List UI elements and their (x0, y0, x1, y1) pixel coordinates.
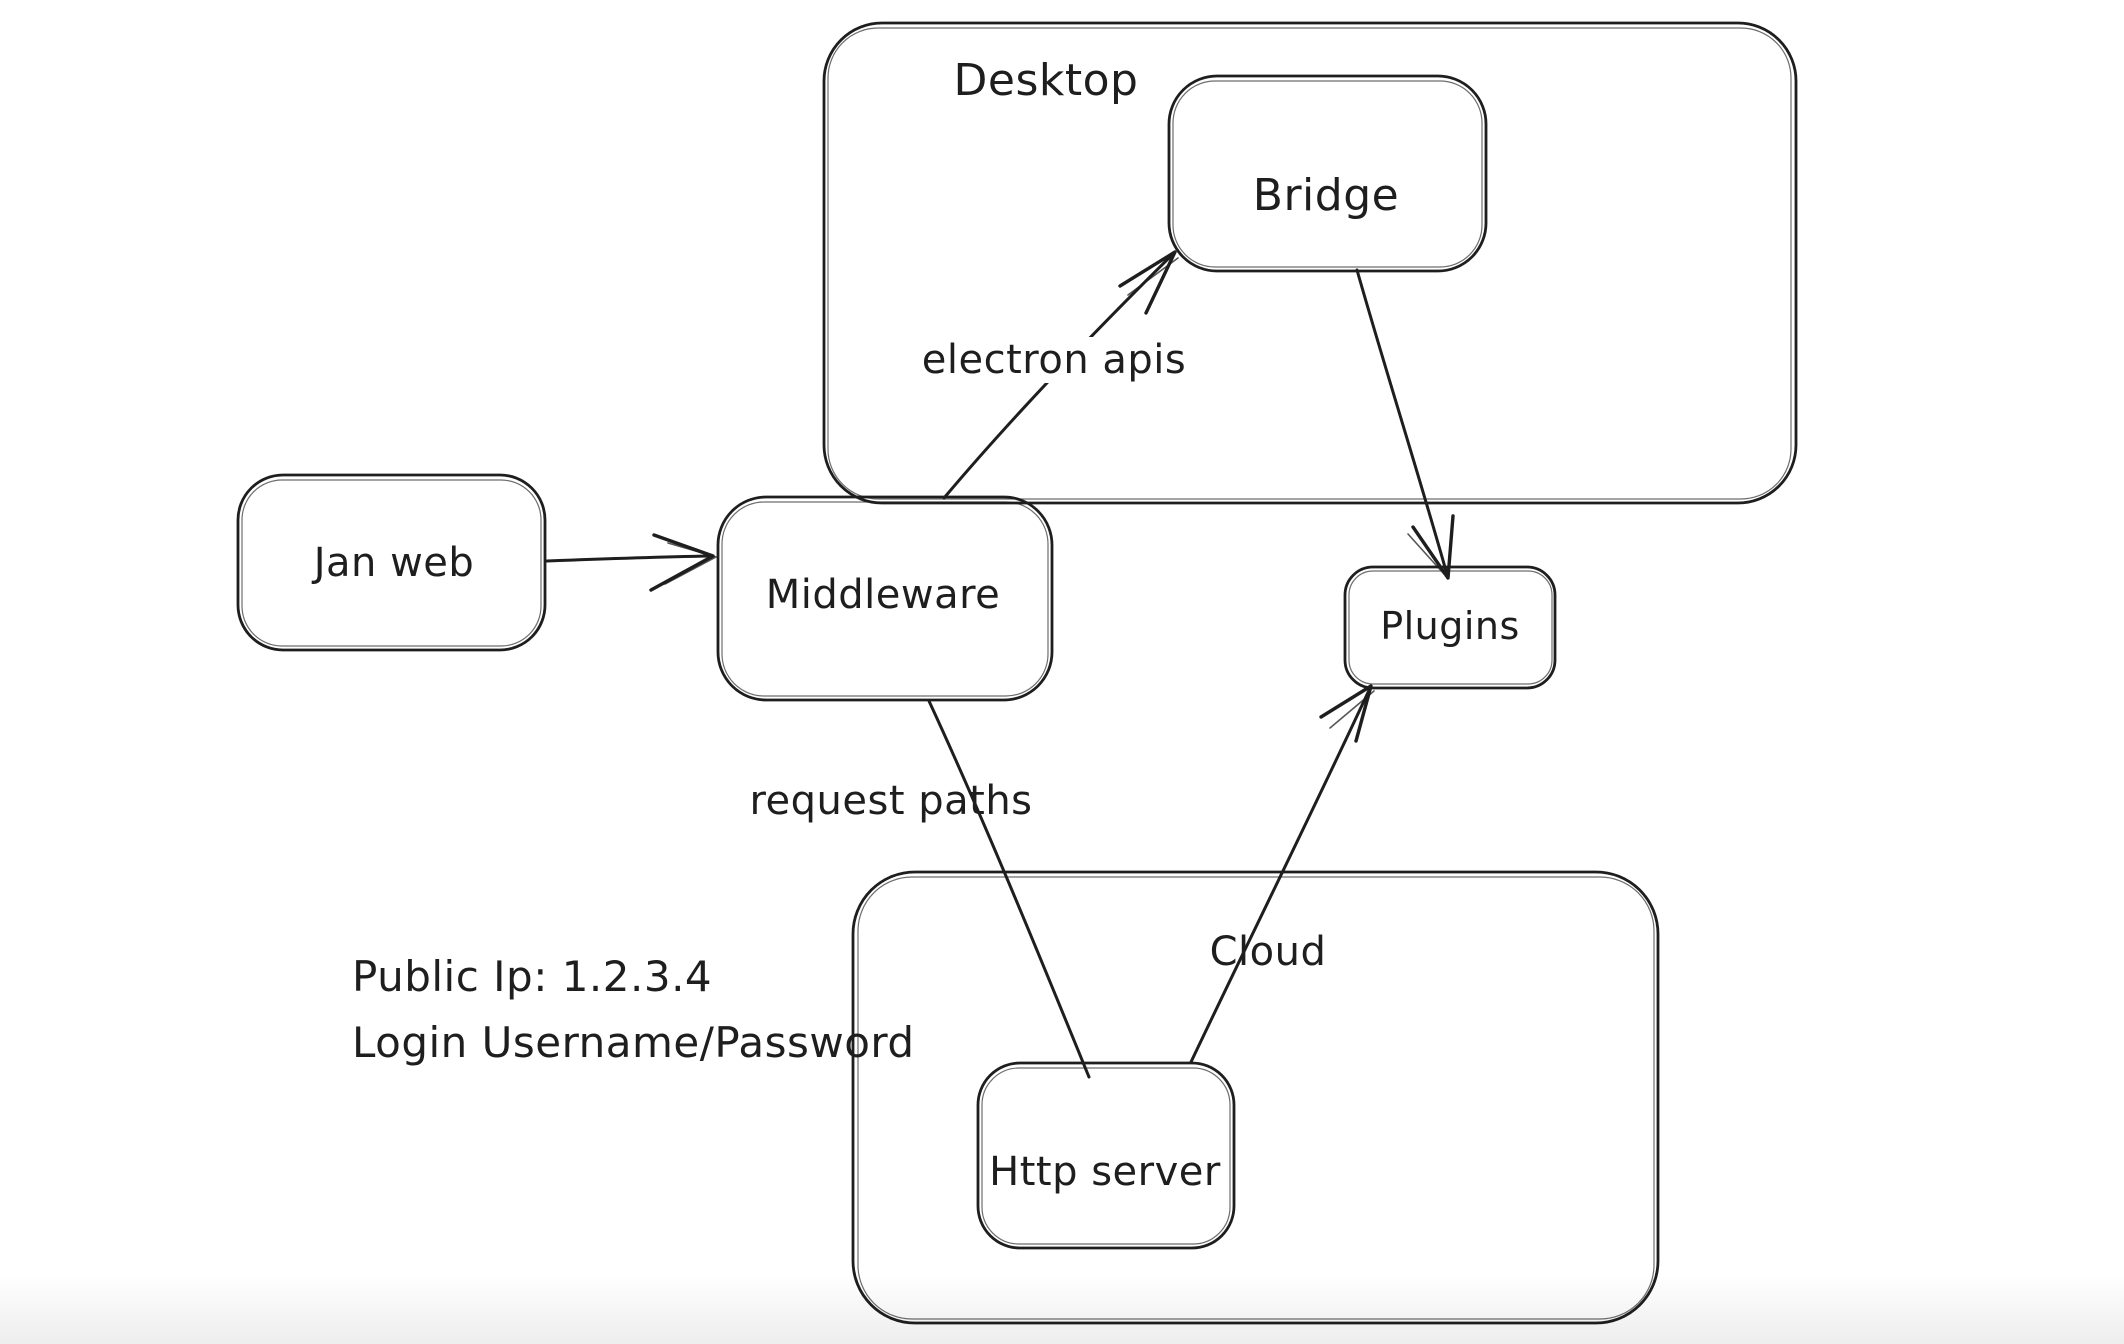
middleware-node-label[interactable]: Middleware (765, 572, 1001, 618)
edge-bridge-to-plugins[interactable] (1355, 268, 1455, 580)
edge-label-electron-apis[interactable]: electron apis (913, 337, 1195, 383)
jan-web-node-label[interactable]: Jan web (313, 540, 475, 586)
public-ip-login-note[interactable]: Public Ip: 1.2.3.4 Login Username/Passwo… (352, 944, 915, 1076)
edge-jan-web-to-middleware[interactable] (545, 533, 719, 592)
cloud-container-label[interactable]: Cloud (1209, 929, 1327, 975)
bridge-node-box[interactable] (1167, 74, 1488, 273)
jan-web-node-box[interactable] (236, 473, 547, 652)
http-server-node-label[interactable]: Http server (989, 1149, 1221, 1195)
edge-http-server-to-plugins[interactable] (1189, 684, 1375, 1064)
edge-middleware-to-http-server[interactable] (927, 699, 1091, 1079)
note-line-login: Login Username/Password (352, 1018, 915, 1067)
http-server-node-box[interactable] (976, 1061, 1236, 1250)
edge-label-request-paths[interactable]: request paths (749, 778, 1033, 824)
note-line-public-ip: Public Ip: 1.2.3.4 (352, 952, 713, 1001)
bridge-node-label[interactable]: Bridge (1252, 169, 1400, 221)
desktop-container-label[interactable]: Desktop (953, 54, 1139, 106)
plugins-node-label[interactable]: Plugins (1380, 604, 1520, 649)
cloud-container-box[interactable] (851, 870, 1660, 1325)
desktop-container-box[interactable] (822, 21, 1798, 505)
middleware-node-box[interactable] (716, 495, 1054, 702)
